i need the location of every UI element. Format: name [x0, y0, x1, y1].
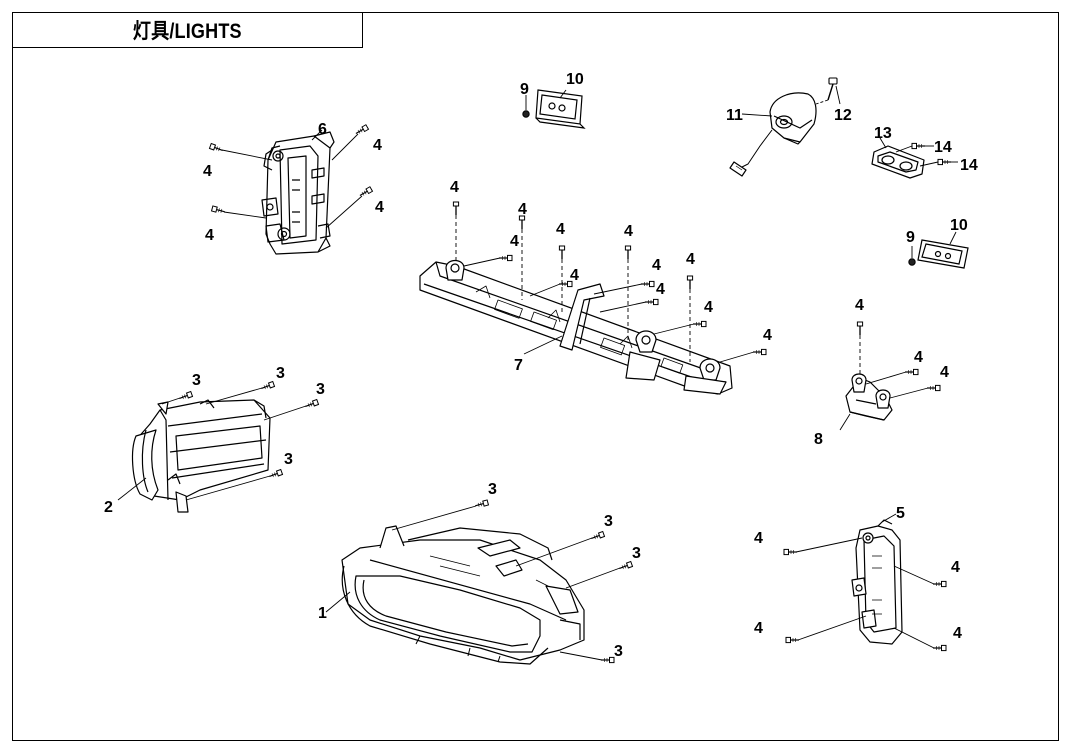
part-13-license-lamp [871, 137, 925, 179]
callout-10: 10 [566, 71, 584, 88]
callout-4: 4 [855, 297, 864, 314]
part-7-mounting-rail [419, 259, 733, 395]
callout-4: 4 [556, 221, 565, 238]
callout-4: 4 [652, 257, 661, 274]
callout-8: 8 [814, 431, 823, 448]
part-10-reflector-right [917, 231, 969, 269]
callout-13: 13 [874, 125, 892, 142]
callout-4: 4 [953, 625, 962, 642]
part-8-small-bracket [839, 373, 893, 431]
part-12-screw [815, 77, 841, 105]
callout-14: 14 [960, 157, 978, 174]
callout-3: 3 [488, 481, 497, 498]
part-6-fasteners [208, 124, 374, 229]
callout-4: 4 [518, 201, 527, 218]
callout-4: 4 [763, 327, 772, 344]
callout-3: 3 [316, 381, 325, 398]
callout-4: 4 [624, 223, 633, 240]
callout-4: 4 [951, 559, 960, 576]
callout-11: 11 [726, 107, 743, 124]
callout-4: 4 [375, 199, 384, 216]
callout-9: 9 [906, 229, 915, 246]
part-9-nut-top [522, 95, 530, 118]
callout-3: 3 [604, 513, 613, 530]
callout-3: 3 [276, 365, 285, 382]
part-11-lamp-housing [729, 92, 817, 177]
callout-4: 4 [205, 227, 214, 244]
part-14-screws [895, 142, 958, 167]
part-10-reflector-top [535, 89, 586, 129]
part-8-fasteners [856, 321, 941, 399]
callout-3: 3 [192, 372, 201, 389]
callout-1: 1 [318, 605, 327, 622]
callout-7: 7 [514, 357, 523, 374]
callout-5: 5 [896, 505, 905, 522]
callout-4: 4 [754, 620, 763, 637]
part-2-fasteners [117, 380, 320, 501]
callout-4: 4 [203, 163, 212, 180]
part-5-lamp-bracket [851, 513, 903, 645]
callout-4: 4 [570, 267, 579, 284]
callout-4: 4 [510, 233, 519, 250]
callout-14: 14 [934, 139, 952, 156]
part-6-headlight-bracket [261, 131, 335, 255]
callout-labels: 1 2 3 3 3 3 3 3 3 3 4 4 4 4 4 4 4 4 4 4 … [104, 71, 978, 660]
callout-12: 12 [834, 107, 852, 124]
callout-4: 4 [450, 179, 459, 196]
callout-2: 2 [104, 499, 113, 516]
part-9-nut-right [908, 246, 916, 266]
callout-4: 4 [940, 364, 949, 381]
part-5-fasteners [783, 537, 947, 652]
part-2-auxiliary-lamp [131, 399, 271, 513]
callout-4: 4 [914, 349, 923, 366]
callout-6: 6 [318, 121, 327, 138]
page-title: 灯具/LIGHTS [133, 20, 242, 43]
title-box: 灯具/LIGHTS [12, 12, 363, 48]
callout-3: 3 [284, 451, 293, 468]
callout-4: 4 [754, 530, 763, 547]
callout-4: 4 [686, 251, 695, 268]
callout-4: 4 [373, 137, 382, 154]
callout-4: 4 [656, 281, 665, 298]
part-7-fasteners [452, 201, 767, 363]
part-1-fasteners [325, 499, 634, 664]
callout-3: 3 [614, 643, 623, 660]
callout-3: 3 [632, 545, 641, 562]
callout-4: 4 [704, 299, 713, 316]
callout-10: 10 [950, 217, 968, 234]
diagram-frame [12, 12, 1059, 741]
part-1-headlamp [341, 525, 585, 665]
callout-9: 9 [520, 81, 529, 98]
